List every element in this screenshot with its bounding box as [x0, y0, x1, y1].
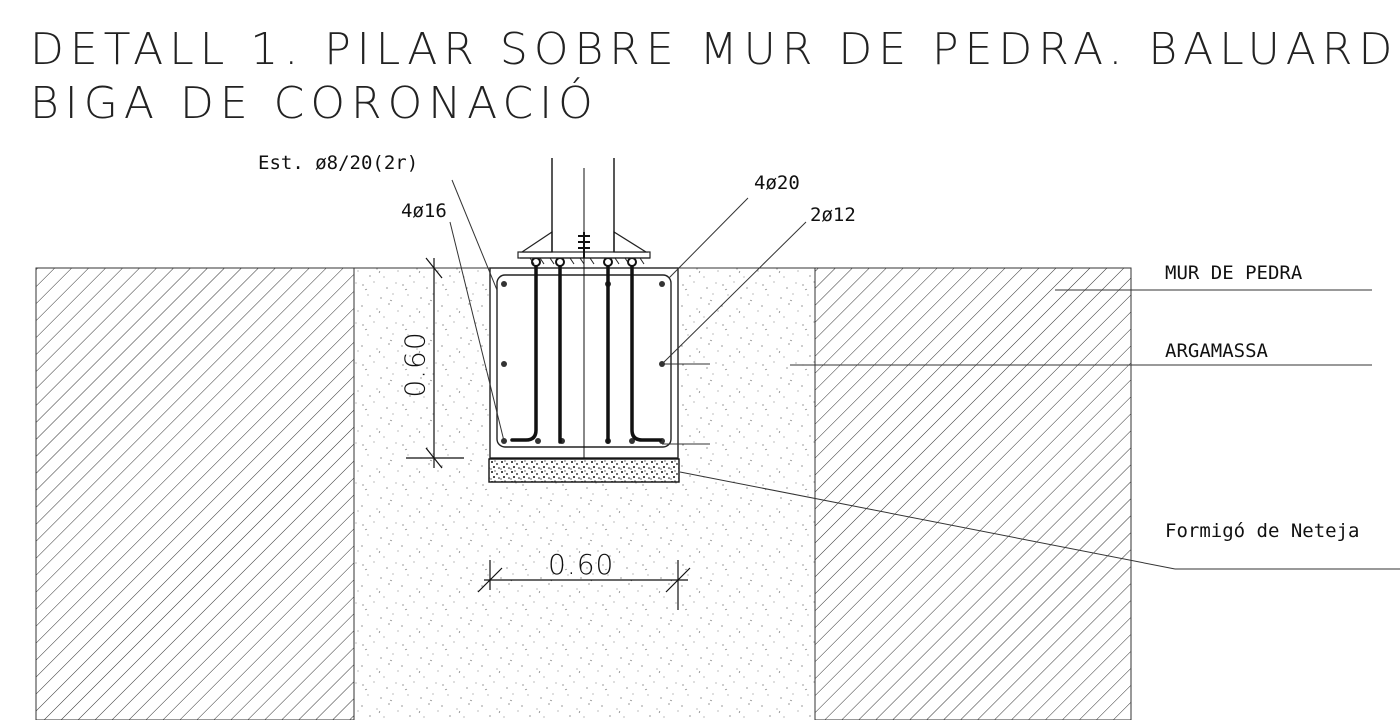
drawing-title-line2: BIGA DE CORONACIÓ — [30, 78, 599, 129]
drawing-title-line1: DETALL 1. PILAR SOBRE MUR DE PEDRA. BALU… — [30, 24, 1399, 75]
label-bars-12: 2ø12 — [810, 204, 856, 226]
label-bars-20: 4ø20 — [754, 172, 800, 194]
steel-column — [551, 158, 615, 458]
wall-left-hatch — [35, 267, 355, 720]
dimension-height-label: 0.60 — [398, 331, 432, 398]
dimension-vertical — [406, 257, 464, 469]
label-lean-concrete: Formigó de Neteja — [1165, 520, 1360, 542]
label-stirrups: Est. ø8/20(2r) — [258, 152, 419, 174]
dimension-width-label: 0.60 — [548, 548, 615, 581]
label-bars-16: 4ø16 — [401, 200, 447, 222]
wall-right-hatch — [814, 267, 1132, 720]
lean-concrete — [488, 458, 680, 483]
label-wall: MUR DE PEDRA — [1165, 262, 1303, 284]
anchor-bars — [510, 260, 662, 444]
leader-lines — [449, 179, 1400, 570]
label-mortar: ARGAMASSA — [1165, 340, 1268, 362]
weld-marks — [529, 257, 645, 265]
dimension-horizontal — [477, 560, 691, 610]
